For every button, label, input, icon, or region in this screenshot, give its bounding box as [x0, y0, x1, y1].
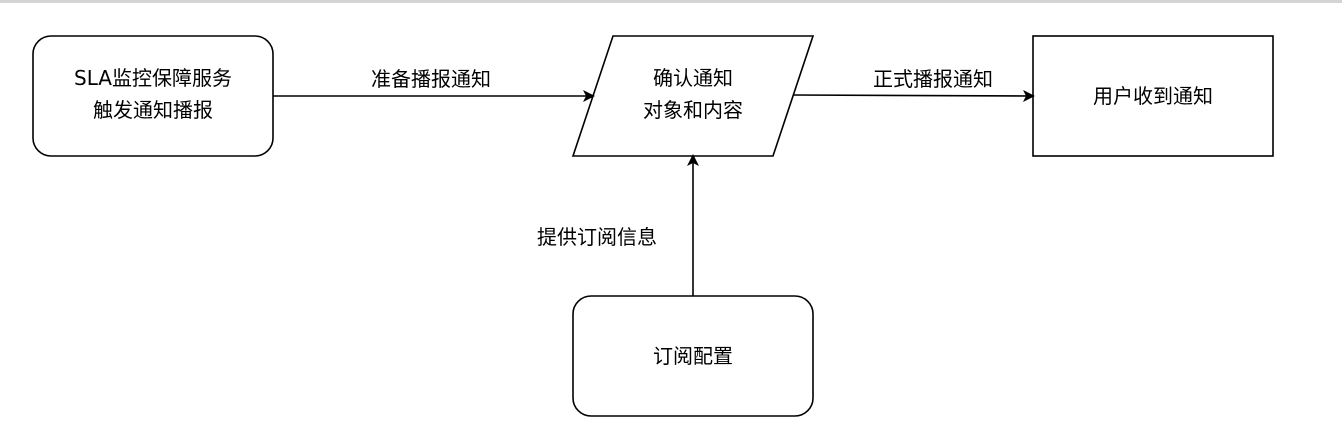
- edge-formal: 正式播报通知: [792, 67, 1035, 102]
- confirm-node[interactable]: 确认通知 对象和内容: [571, 35, 815, 157]
- trigger-node-line-2: 触发通知播报: [93, 98, 213, 122]
- edge-formal-label: 正式播报通知: [873, 67, 993, 91]
- edge-provide-label: 提供订阅信息: [537, 225, 657, 249]
- edge-prepare: 准备播报通知: [273, 67, 595, 102]
- edge-formal-line: [792, 89, 1035, 102]
- trigger-node[interactable]: SLA监控保障服务 触发通知播报: [32, 35, 274, 157]
- receive-node-shape: [1032, 35, 1274, 157]
- receive-node[interactable]: 用户收到通知: [1032, 35, 1274, 157]
- receive-node-line-1: 用户收到通知: [1093, 84, 1213, 108]
- subscription-node-line-1: 订阅配置: [653, 344, 733, 368]
- top-border: [0, 0, 1342, 3]
- trigger-node-shape: [32, 35, 274, 157]
- confirm-node-shape: [571, 35, 815, 157]
- trigger-node-line-1: SLA监控保障服务: [74, 66, 232, 90]
- subscription-node[interactable]: 订阅配置: [572, 295, 814, 417]
- confirm-node-line-1: 确认通知: [653, 66, 733, 90]
- confirm-node-line-2: 对象和内容: [643, 98, 743, 122]
- edge-provide: 提供订阅信息: [537, 154, 699, 296]
- edge-prepare-label: 准备播报通知: [371, 67, 491, 91]
